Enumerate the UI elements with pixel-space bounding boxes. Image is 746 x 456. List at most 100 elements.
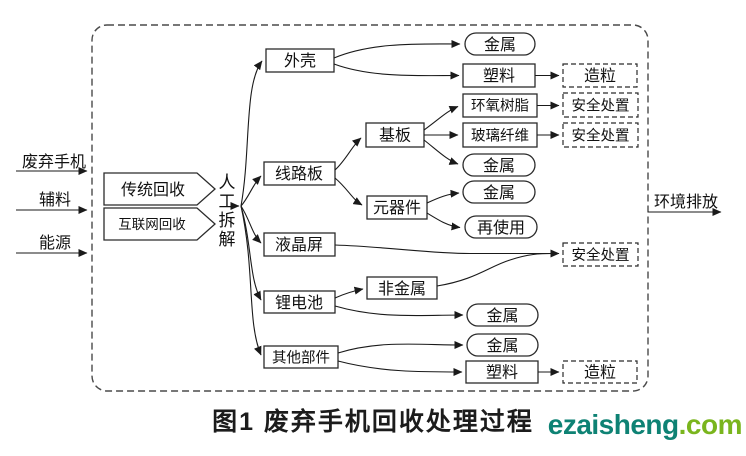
node-other-parts-shape [263,345,339,369]
input-energy-label: 能源 [39,234,71,252]
input-auxiliary: 辅料 [16,191,88,214]
process-manual-dismantling: 人 工 拆 解 [219,173,236,249]
input-waste-phone: 废弃手机 [16,153,88,175]
flow-diagram: 废弃手机 辅料 能源 传统回收 互联网回收 人 工 拆 解 外壳 线路板 [16,24,722,392]
node-metal-other-shape [466,333,539,357]
connector-battery-metal [334,305,464,320]
node-lcd-screen-shape [263,232,336,257]
node-metal-substrate: 金属 [462,153,536,177]
node-nonmetal: 非金属 [366,276,438,300]
input-energy: 能源 [16,234,88,257]
figure-caption: 图1 废弃手机回收处理过程 [212,408,534,436]
channel-traditional-label: 传统回收 [121,181,185,199]
node-reuse-label: 再使用 [477,219,525,237]
output-environmental-emission: 环境排放 [648,192,722,216]
node-granulation-1: 造粒 [562,63,638,88]
node-safe-disposal-1-label: 安全处置 [572,97,630,115]
node-lithium-battery-shape [263,290,336,314]
channel-internet-shape [103,207,216,241]
node-safe-disposal-2-shape [562,122,639,148]
input-auxiliary-label: 辅料 [39,191,71,209]
node-glass-fiber: 玻璃纤维 [462,122,538,148]
process-char-2: 工 [219,192,236,211]
node-metal-substrate-shape [462,153,536,177]
channel-traditional-shape [103,172,216,206]
connector-to-shell [240,60,263,207]
node-metal-battery: 金属 [466,303,539,327]
node-plastic-other-label: 塑料 [486,364,518,382]
node-plastic-shell: 塑料 [462,63,536,88]
node-circuit-board: 线路板 [263,161,336,186]
node-shell-shape [265,48,335,73]
node-other-parts-label: 其他部件 [272,350,330,367]
node-metal-components: 金属 [462,180,536,204]
connector-board-components [334,177,363,206]
system-boundary [91,24,649,392]
node-reuse-shape [464,215,538,239]
node-metal-shell-shape [464,32,536,56]
node-metal-battery-shape [466,303,539,327]
node-metal-components-label: 金属 [483,184,515,202]
node-metal-substrate-label: 金属 [483,157,515,175]
connector-board-substrate [334,137,362,171]
node-safe-disposal-3: 安全处置 [562,242,639,267]
connector-components-metal [426,189,460,204]
node-epoxy-resin: 环氧树脂 [462,93,538,118]
connector-substrate-metal [423,139,459,165]
channel-traditional: 传统回收 [103,172,216,206]
connector-to-other-parts [240,205,262,356]
node-metal-battery-label: 金属 [486,307,518,325]
node-plastic-shell-label: 塑料 [483,67,515,85]
node-granulation-2-label: 造粒 [584,364,616,382]
node-lcd-screen: 液晶屏 [263,232,336,257]
connector-to-circuit-board [240,175,262,207]
connector-nonmetal-safedisposal [436,252,553,287]
node-safe-disposal-3-shape [562,242,639,267]
process-char-1: 人 [219,173,236,192]
node-metal-other: 金属 [466,333,539,357]
node-granulation-1-shape [562,63,638,88]
node-substrate: 基板 [365,122,425,148]
node-shell-label: 外壳 [284,52,316,70]
node-granulation-2-shape [562,360,638,384]
process-char-3: 拆 [219,211,236,230]
node-metal-shell-label: 金属 [484,36,516,54]
node-nonmetal-label: 非金属 [378,280,426,298]
node-components: 元器件 [366,195,428,220]
node-safe-disposal-3-label: 安全处置 [572,246,630,264]
node-metal-other-label: 金属 [486,337,518,355]
node-components-label: 元器件 [373,199,421,217]
node-substrate-label: 基板 [379,127,411,145]
node-circuit-board-shape [263,161,336,186]
node-lcd-screen-label: 液晶屏 [275,236,323,254]
node-granulation-2: 造粒 [562,360,638,384]
node-safe-disposal-2-label: 安全处置 [572,127,630,145]
node-reuse: 再使用 [464,215,538,239]
connector-shell-plastic [333,63,460,80]
node-glass-fiber-label: 玻璃纤维 [471,128,529,145]
node-nonmetal-shape [366,276,438,300]
logo-name: ezaisheng [547,409,679,440]
input-waste-phone-label: 废弃手机 [22,153,86,171]
node-granulation-1-label: 造粒 [584,67,616,85]
ezaisheng-logo[interactable]: ezaisheng.com [547,409,743,440]
node-substrate-shape [365,122,425,148]
node-shell: 外壳 [265,48,335,73]
node-epoxy-resin-label: 环氧树脂 [471,98,529,115]
node-glass-fiber-shape [462,122,538,148]
connector-other-plastic [337,360,463,376]
node-safe-disposal-2: 安全处置 [562,122,639,148]
channel-internet-label: 互联网回收 [118,217,186,232]
node-circuit-board-label: 线路板 [275,165,323,183]
node-safe-disposal-1-shape [562,92,639,118]
node-plastic-other: 塑料 [465,360,539,384]
connector-components-reuse [426,212,461,231]
node-lithium-battery: 锂电池 [263,290,336,314]
connector-battery-nonmetal [334,286,364,299]
emission-label: 环境排放 [654,192,718,211]
connector-lcd-safedisposal [334,244,560,258]
node-metal-components-shape [462,180,536,204]
connector-to-lcd [240,205,262,244]
logo-tld: .com [678,409,743,440]
